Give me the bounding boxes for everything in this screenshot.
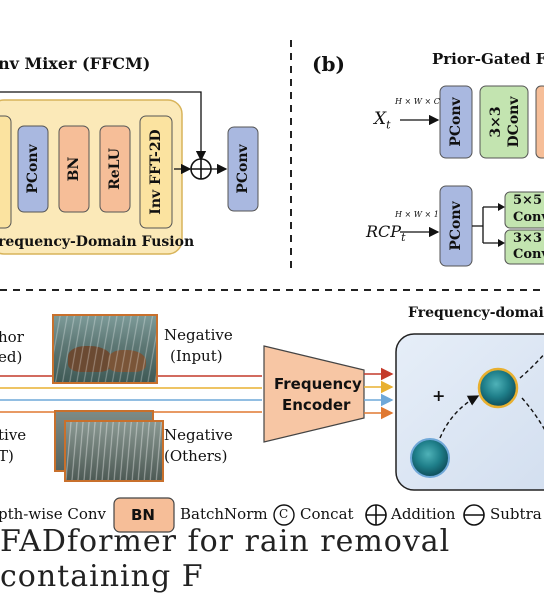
- diagram-canvas: [0, 40, 544, 533]
- encoder-label-2: Encoder: [282, 396, 351, 414]
- concat-icon: [273, 504, 295, 526]
- negative-others-image-front: [64, 420, 164, 482]
- dconv-block-b: [479, 85, 529, 159]
- bn-block-a: [58, 125, 90, 213]
- rcp-input-main: RCP: [366, 222, 402, 241]
- pconv-out-block-a: [227, 126, 259, 212]
- partial-left-block: [0, 115, 12, 229]
- pconv-block-b1: [439, 85, 473, 159]
- xt-dim-label: H × W × C: [395, 97, 440, 106]
- legend-dwconv-label: pth-wise Conv: [0, 505, 106, 523]
- rain-streaks-2: [66, 422, 162, 480]
- panel-b-title: Prior-Gated Fe: [432, 50, 544, 68]
- conv3-label-1: 3×3: [513, 231, 542, 246]
- rain-streaks-1: [54, 316, 156, 382]
- pconv-block-a: [17, 125, 49, 213]
- plus-sign: +: [432, 386, 446, 405]
- pconv-label-b1: PConv: [448, 97, 464, 147]
- inv-fft-label-a: Inv FFT-2D: [148, 129, 164, 215]
- branch-lines-b: [472, 206, 498, 244]
- space-title: Frequency-domain: [408, 305, 544, 321]
- pconv-label-b2: PConv: [448, 201, 464, 251]
- legend-bn-box: [113, 497, 175, 533]
- neg-input-label-1: Negative: [164, 326, 233, 344]
- positive-point-ball: [410, 438, 450, 478]
- positive-label-1: tive: [0, 426, 27, 444]
- conv5-label-1: 5×5: [513, 193, 542, 208]
- partial-orange-b: [535, 85, 544, 159]
- panel-b-tag: (b): [312, 52, 345, 76]
- pconv-out-label-a: PConv: [235, 144, 251, 194]
- relu-block-a: [99, 125, 131, 213]
- branch-arrowhead-bottom: [498, 239, 505, 247]
- bn-label-a: BN: [66, 156, 82, 182]
- figure-caption: FADformer for rain removal containing F: [0, 524, 451, 594]
- capybara-shape-1: [68, 346, 112, 372]
- neg-others-label-1: Negative: [164, 426, 233, 444]
- legend-bn-box-label: BN: [131, 506, 155, 524]
- legend-add-label: Addition: [391, 505, 456, 523]
- dconv-label-b2: DConv: [506, 96, 522, 148]
- anchor-label-1: hor: [0, 328, 24, 346]
- rcp-input-label: RCPt: [366, 222, 405, 244]
- pull-arrow: [439, 395, 480, 439]
- dconv-label-b1: 3×3: [488, 106, 504, 138]
- legend-sub-label: Subtra: [490, 505, 542, 523]
- negative-input-image: [52, 314, 158, 384]
- relu-label-a: ReLU: [107, 148, 123, 190]
- conv5-block-b: [504, 191, 544, 229]
- neg-others-label-2: (Others): [164, 447, 228, 465]
- encoder-label-1: Frequency: [274, 375, 362, 393]
- push-arrow-right: [521, 397, 544, 430]
- legend-concat-label: Concat: [300, 505, 354, 523]
- inv-fft-block-a: [139, 115, 173, 229]
- xt-input-label: Xt: [374, 109, 391, 131]
- rcp-input-sub: t: [401, 231, 406, 245]
- fusion-label-a: requency-Domain Fusion: [0, 234, 195, 250]
- anchor-point-ball: [477, 367, 519, 409]
- rcp-dim-label: H × W × 1: [395, 210, 439, 219]
- positive-label-2: T): [0, 447, 14, 465]
- legend-bn-label: BatchNorm: [180, 505, 268, 523]
- panel-a-title: nv Mixer (FFCM): [0, 54, 151, 73]
- skip-connection-a: [0, 91, 207, 162]
- branch-arrowhead-top: [498, 203, 505, 211]
- push-arrow-top: [519, 353, 544, 379]
- frequency-encoder-shape: [263, 345, 365, 443]
- conv5-label-2: Conv: [513, 210, 544, 225]
- neg-input-label-2: (Input): [170, 347, 223, 365]
- anchor-label-2: ed): [0, 348, 23, 366]
- xt-input-sub: t: [386, 118, 391, 132]
- concat-symbol: C: [279, 507, 289, 521]
- capybara-shape-2: [108, 350, 146, 372]
- conv3-label-2: Conv: [513, 247, 544, 262]
- conv3-block-b: [504, 229, 544, 265]
- xt-input-main: X: [374, 109, 387, 129]
- pconv-label-a: PConv: [25, 144, 41, 194]
